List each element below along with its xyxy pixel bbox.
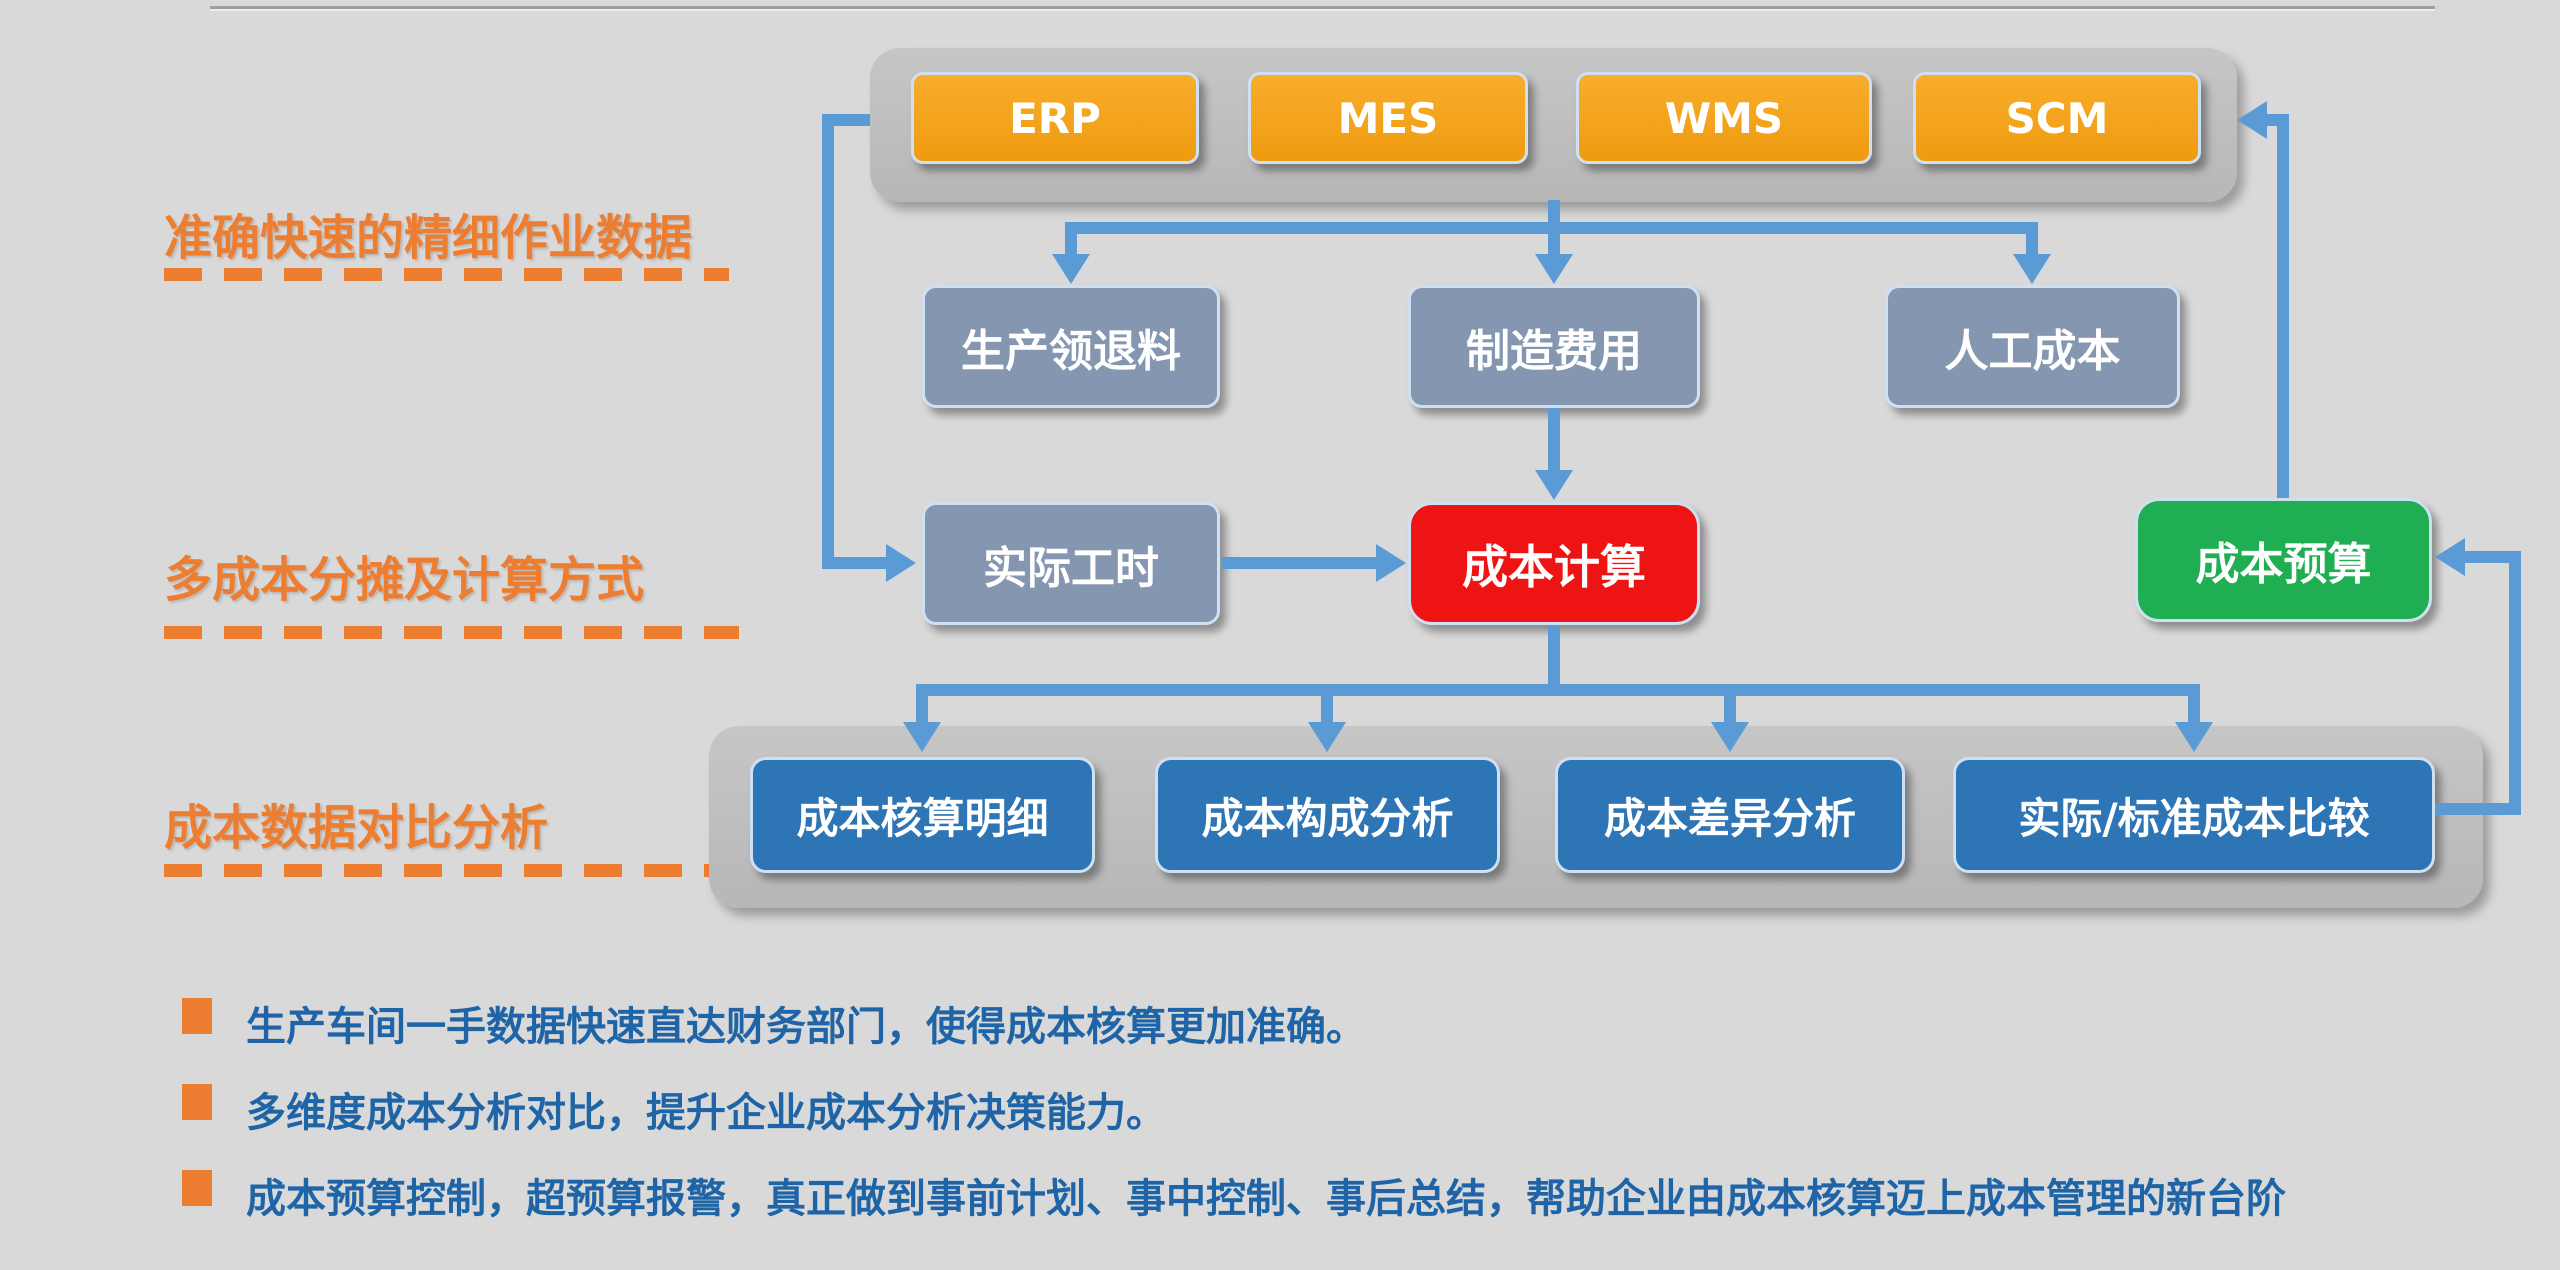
bullet-text-3: 成本预算控制，超预算报警，真正做到事前计划、事中控制、事后总结，帮助企业由成本核… [246,1176,2286,1222]
connector-right-loop-bottom [2435,803,2521,815]
data-box-manufacturing-expense: 制造费用 [1408,285,1700,408]
analysis-box-cost-accounting-detail: 成本核算明细 [750,757,1095,873]
section-label-cost-comparison-underline [164,864,709,877]
connector-to-labor-shaft [2026,222,2038,256]
bullet-marker-1 [182,998,212,1034]
arrowhead-to-variance [1711,722,1749,752]
analysis-box-actual-vs-standard: 实际/标准成本比较 [1953,757,2435,873]
connector-hours-to-calc-shaft [1222,557,1376,569]
connector-right-loop-vertical [2509,551,2521,815]
connector-to-material-shaft [1065,222,1077,256]
arrowhead-to-expense [1535,254,1573,284]
connector-distribution-bottom [916,684,2200,696]
connector-calc-stub [1548,625,1560,690]
connector-to-variance-shaft [1724,684,1736,724]
connector-left-loop-vertical [822,114,834,569]
arrowhead-to-composition [1308,722,1346,752]
connector-to-detail-shaft [916,684,928,724]
connector-left-loop-bottom [822,557,886,569]
system-box-mes: MES [1248,72,1528,164]
bullet-text-2: 多维度成本分析对比，提升企业成本分析决策能力。 [246,1090,1166,1136]
arrowhead-budget-to-systems [2237,101,2267,139]
section-label-operation-data-underline [164,268,729,281]
data-box-labor-cost: 人工成本 [1885,285,2180,408]
arrowhead-to-actual-std [2175,722,2213,752]
system-box-wms: WMS [1576,72,1872,164]
connector-budget-loop-vertical [2277,114,2289,498]
bullet-marker-3 [182,1170,212,1206]
connector-to-composition-shaft [1321,684,1333,724]
arrowhead-to-labor [2013,254,2051,284]
process-box-actual-hours: 实际工时 [922,502,1220,625]
bullet-text-1: 生产车间一手数据快速直达财务部门，使得成本核算更加准确。 [246,1004,1366,1050]
connector-to-actual-std-shaft [2188,684,2200,724]
section-label-cost-comparison: 成本数据对比分析 [164,800,549,856]
connector-budget-loop-top [2267,114,2289,126]
section-label-operation-data: 准确快速的精细作业数据 [164,210,693,266]
system-box-erp: ERP [911,72,1199,164]
connector-expense-to-calc-shaft [1548,408,1560,470]
connector-right-loop-top [2465,551,2521,563]
analysis-box-cost-variance: 成本差异分析 [1555,757,1905,873]
top-divider-highlight [210,9,2435,11]
arrowhead-left-loop-to-hours [886,544,916,582]
section-label-cost-allocation-underline [164,626,739,639]
arrowhead-to-detail [903,722,941,752]
section-label-cost-allocation: 多成本分摊及计算方式 [164,552,645,608]
process-box-cost-calculation: 成本计算 [1408,502,1700,625]
connector-to-expense-shaft [1548,222,1560,256]
system-box-scm: SCM [1913,72,2201,164]
arrowhead-to-budget [2435,538,2465,576]
connector-left-loop-top [822,114,870,126]
process-box-cost-budget: 成本预算 [2135,498,2432,622]
top-divider-line [210,6,2435,9]
arrowhead-to-material [1052,254,1090,284]
data-box-material-issue: 生产领退料 [922,285,1220,408]
arrowhead-expense-to-calc [1535,470,1573,500]
bullet-marker-2 [182,1084,212,1120]
analysis-box-cost-composition: 成本构成分析 [1155,757,1500,873]
arrowhead-hours-to-calc [1376,544,1406,582]
